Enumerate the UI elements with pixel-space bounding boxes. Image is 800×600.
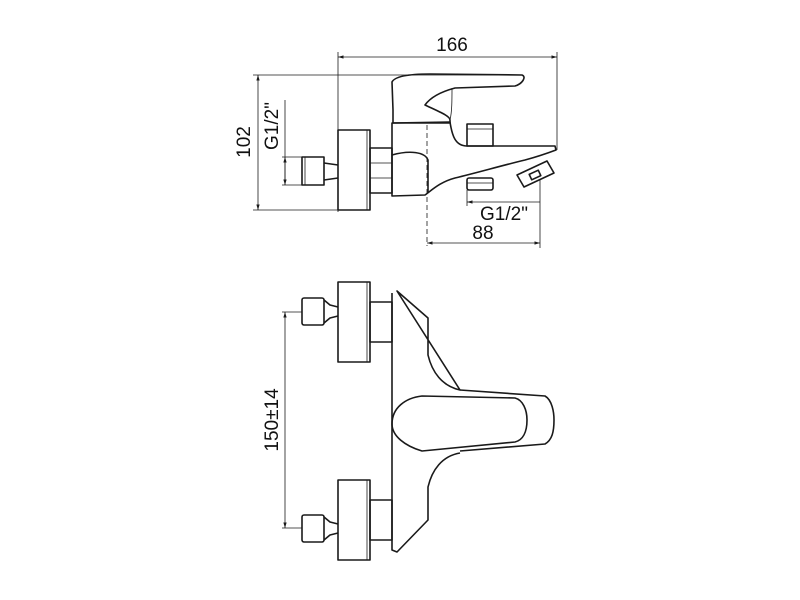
lever-handle-top xyxy=(459,389,555,452)
dimension-outlet-thread: G1/2" xyxy=(466,190,540,225)
outlet-thread-label: G1/2" xyxy=(480,204,528,225)
spout-aerator xyxy=(516,160,555,188)
side-view: 166 102 G1/2" xyxy=(234,35,558,248)
lever-handle xyxy=(391,73,525,124)
upper-inlet-assembly xyxy=(301,281,393,363)
wall-flange xyxy=(337,129,371,211)
mixer-body-top xyxy=(391,290,461,553)
shower-outlet xyxy=(466,177,494,191)
dimension-inlet-thread: G1/2" xyxy=(262,100,302,186)
dimension-label-88: 88 xyxy=(472,223,493,244)
inlet-connector xyxy=(301,156,339,186)
dimension-outlet-distance: 88 xyxy=(427,180,541,248)
dimension-label-150: 150±14 xyxy=(262,388,283,452)
dimension-label-166: 166 xyxy=(436,35,468,56)
mixer-body xyxy=(391,121,557,197)
top-view: 150±14 xyxy=(262,281,555,561)
dimension-label-102: 102 xyxy=(234,126,255,158)
dimension-overall-length: 166 xyxy=(337,35,558,212)
union-nut xyxy=(369,147,393,194)
dimension-inlet-spacing: 150±14 xyxy=(262,311,302,529)
diverter-knob xyxy=(466,123,494,147)
inlet-thread-label: G1/2" xyxy=(262,102,283,150)
lower-inlet-assembly xyxy=(301,479,393,561)
